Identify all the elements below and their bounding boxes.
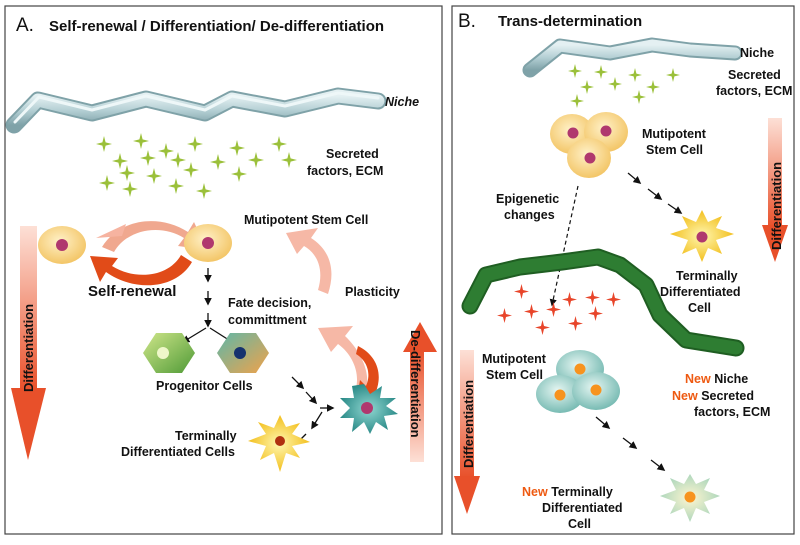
multipotent-label-b-2: Stem Cell (646, 143, 703, 157)
flow-arrows-b (595, 172, 683, 471)
new-niche-label: New Niche (685, 372, 748, 386)
progenitor-label: Progenitor Cells (156, 379, 253, 393)
terminal-label-b-2: Differentiated (660, 285, 741, 299)
differentiation-label-b-top: Differentiation (769, 162, 784, 250)
green-new-niche (461, 248, 745, 357)
epigenetic-label-2: changes (504, 208, 555, 222)
panel-a-title: Self-renewal / Differentiation/ De-diffe… (49, 18, 384, 35)
differentiation-arrow-b-bottom (454, 350, 480, 514)
new-terminal-label-3: Cell (568, 517, 591, 531)
dedifferentiation-label: De-differentiation (408, 330, 423, 438)
stem-cell-right (184, 224, 232, 262)
multipotent-label-a: Mutipotent Stem Cell (244, 213, 368, 227)
self-renewal-cycle (90, 221, 207, 286)
terminal-cell-yellow (248, 415, 310, 472)
niche-tube-b (522, 37, 743, 78)
multipotent-cluster-b2 (536, 350, 620, 413)
progenitor-cell-mixed (217, 333, 269, 373)
niche-label-a: Niche (385, 95, 419, 109)
secreted-label-a-2: factors, ECM (307, 164, 383, 178)
secreted-label-b-2: factors, ECM (716, 84, 792, 98)
differentiation-label-a: Differentiation (21, 304, 36, 392)
niche-label-b: Niche (740, 46, 774, 60)
multipotent2-label-2: Stem Cell (486, 368, 543, 382)
panel-a-letter: A. (16, 15, 34, 36)
panel-b-title: Trans-determination (498, 13, 642, 30)
secreted-label-b-1: Secreted (728, 68, 781, 82)
new-factors-label: factors, ECM (694, 405, 770, 419)
new-secreted-label: New Secreted (672, 389, 754, 403)
epigenetic-label-1: Epigenetic (496, 192, 559, 206)
new-terminal-label-1: New Terminally (522, 485, 613, 499)
terminal-label-a-1: Terminally (175, 429, 237, 443)
plasticity-label: Plasticity (345, 285, 400, 299)
panel-b-letter: B. (458, 11, 476, 32)
terminal-label-a-2: Differentiated Cells (121, 445, 235, 459)
new-terminal-cell (660, 474, 720, 522)
niche-tube-a (5, 87, 387, 134)
terminal-label-b-1: Terminally (676, 269, 738, 283)
terminal-cell-teal (340, 384, 398, 434)
multipotent2-label-1: Mutipotent (482, 352, 547, 366)
differentiation-arrow-a (11, 226, 46, 460)
multipotent-label-b-1: Mutipotent (642, 127, 707, 141)
progenitor-cell-green (143, 333, 195, 373)
new-terminal-label-2: Differentiated (542, 501, 623, 515)
self-renewal-label: Self-renewal (88, 283, 176, 300)
fate-decision-label-2: committment (228, 313, 307, 327)
terminal-label-b-3: Cell (688, 301, 711, 315)
epigenetic-dashed-arrow (549, 185, 579, 307)
stem-cell-left (38, 226, 86, 264)
fate-decision-label-1: Fate decision, (228, 296, 311, 310)
dedifferentiation-arrow (403, 322, 437, 462)
secreted-label-a-1: Secreted (326, 147, 379, 161)
multipotent-cluster-b (550, 112, 628, 178)
terminal-cell-b (670, 210, 734, 262)
differentiation-arrow-b-top (762, 118, 788, 262)
differentiation-label-b-bottom: Differentiation (461, 380, 476, 468)
